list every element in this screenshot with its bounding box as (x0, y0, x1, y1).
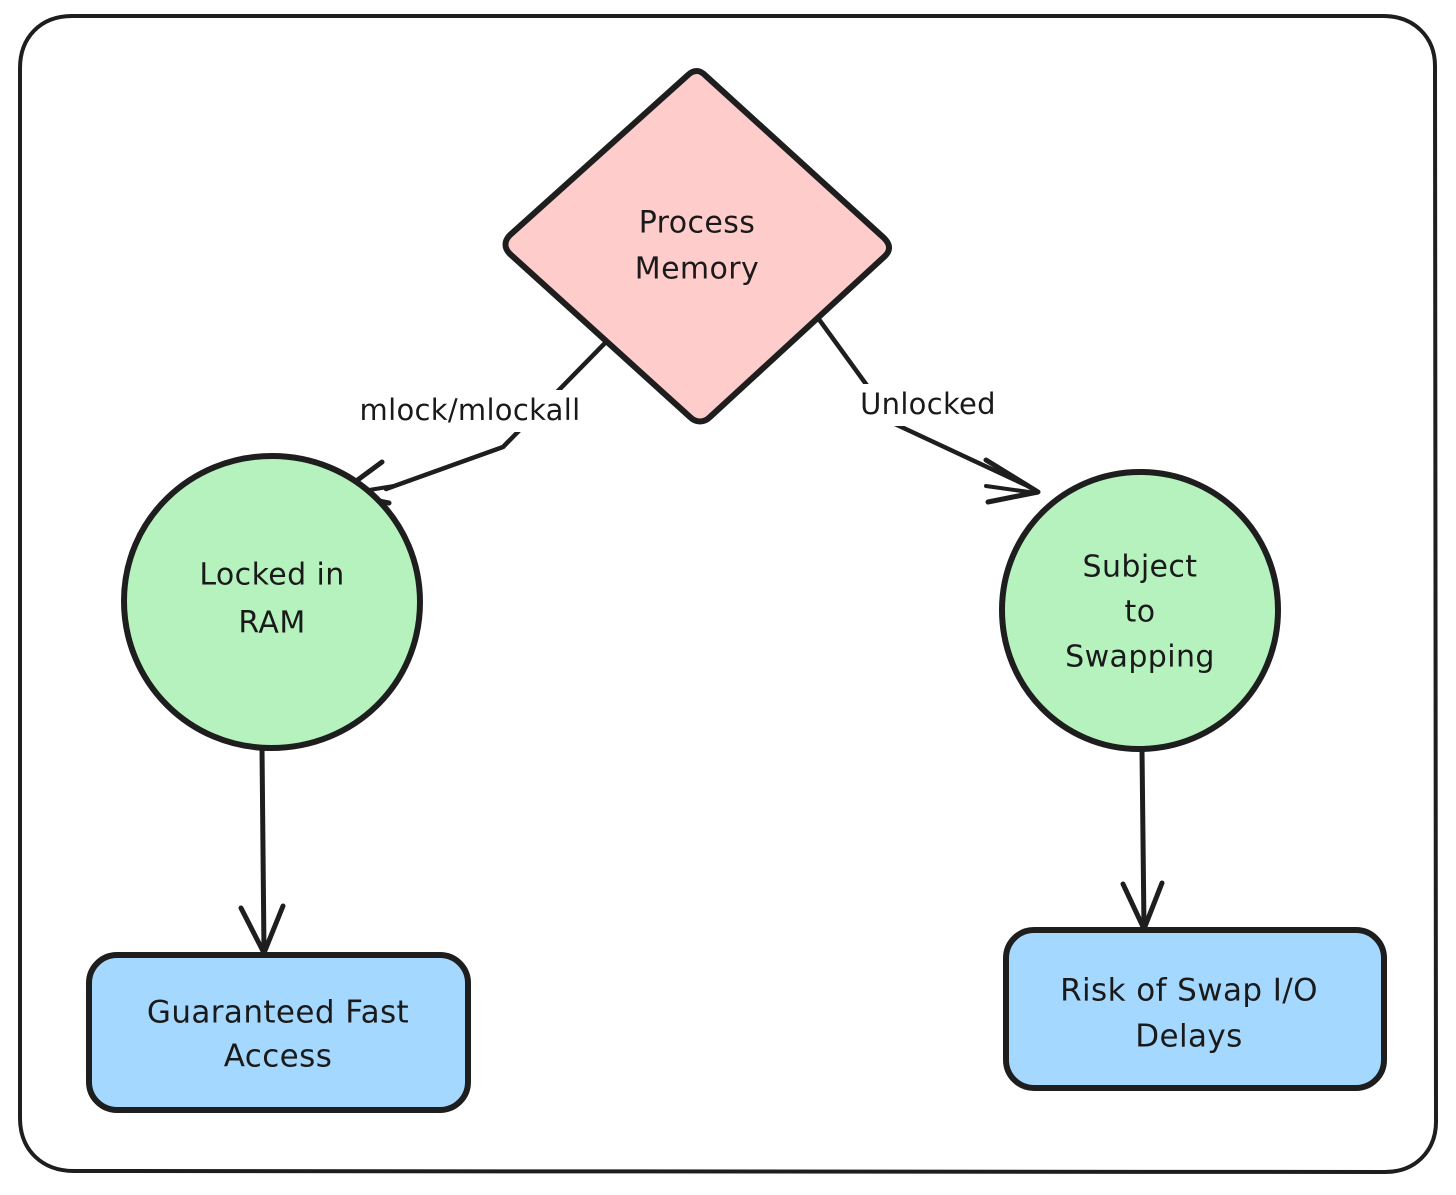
process-memory-label-line-2: Memory (635, 252, 759, 287)
node-subject-to-swapping[interactable]: Subject to Swapping (999, 469, 1281, 752)
node-locked-in-ram[interactable]: Locked in RAM (121, 453, 423, 751)
risk-of-swap-io-delays-label-line-2: Delays (1135, 1019, 1242, 1055)
edge-mlock-label-backdrop (338, 390, 602, 432)
edge-unlocked-arrowhead (983, 457, 1041, 505)
edge-mlock-label: mlock/mlockall (360, 393, 581, 427)
node-process-memory[interactable]: Process Memory (502, 68, 892, 425)
subject-to-swapping-label-line-3: Swapping (1065, 640, 1215, 675)
risk-of-swap-io-delays-shape[interactable] (1003, 927, 1387, 1091)
edge-locked-to-fast (238, 745, 286, 956)
locked-in-ram-label-line-1: Locked in (199, 558, 344, 593)
edge-unlocked-label-group: Unlocked (838, 384, 1018, 426)
process-memory-shape[interactable] (502, 68, 892, 425)
edge-mlock-label-group: mlock/mlockall (338, 390, 602, 432)
edge-unlocked-label: Unlocked (860, 387, 996, 421)
edge-unlocked-label-backdrop (838, 384, 1018, 426)
guaranteed-fast-access-label-line-2: Access (224, 1039, 333, 1075)
edge-swap-to-risk-line (1139, 747, 1147, 931)
guaranteed-fast-access-shape[interactable] (86, 952, 471, 1113)
risk-of-swap-io-delays-label-line-1: Risk of Swap I/O (1060, 973, 1318, 1009)
subject-to-swapping-label-line-2: to (1125, 595, 1156, 630)
edge-locked-to-fast-line (259, 745, 267, 955)
node-guaranteed-fast-access[interactable]: Guaranteed Fast Access (86, 952, 471, 1113)
edge-swap-to-risk (1120, 747, 1165, 932)
edge-mlock-line (383, 338, 610, 492)
guaranteed-fast-access-label-line-1: Guaranteed Fast (147, 995, 409, 1031)
locked-in-ram-label-line-2: RAM (238, 606, 305, 641)
locked-in-ram-shape[interactable] (121, 453, 423, 751)
process-memory-label-line-1: Process (639, 206, 756, 241)
subject-to-swapping-shape[interactable] (999, 469, 1281, 752)
edge-unlocked-arrowhead-inner (984, 484, 1038, 495)
outer-frame (18, 14, 1439, 1174)
node-risk-of-swap-io-delays[interactable]: Risk of Swap I/O Delays (1003, 927, 1387, 1091)
subject-to-swapping-label-line-1: Subject (1083, 550, 1198, 585)
